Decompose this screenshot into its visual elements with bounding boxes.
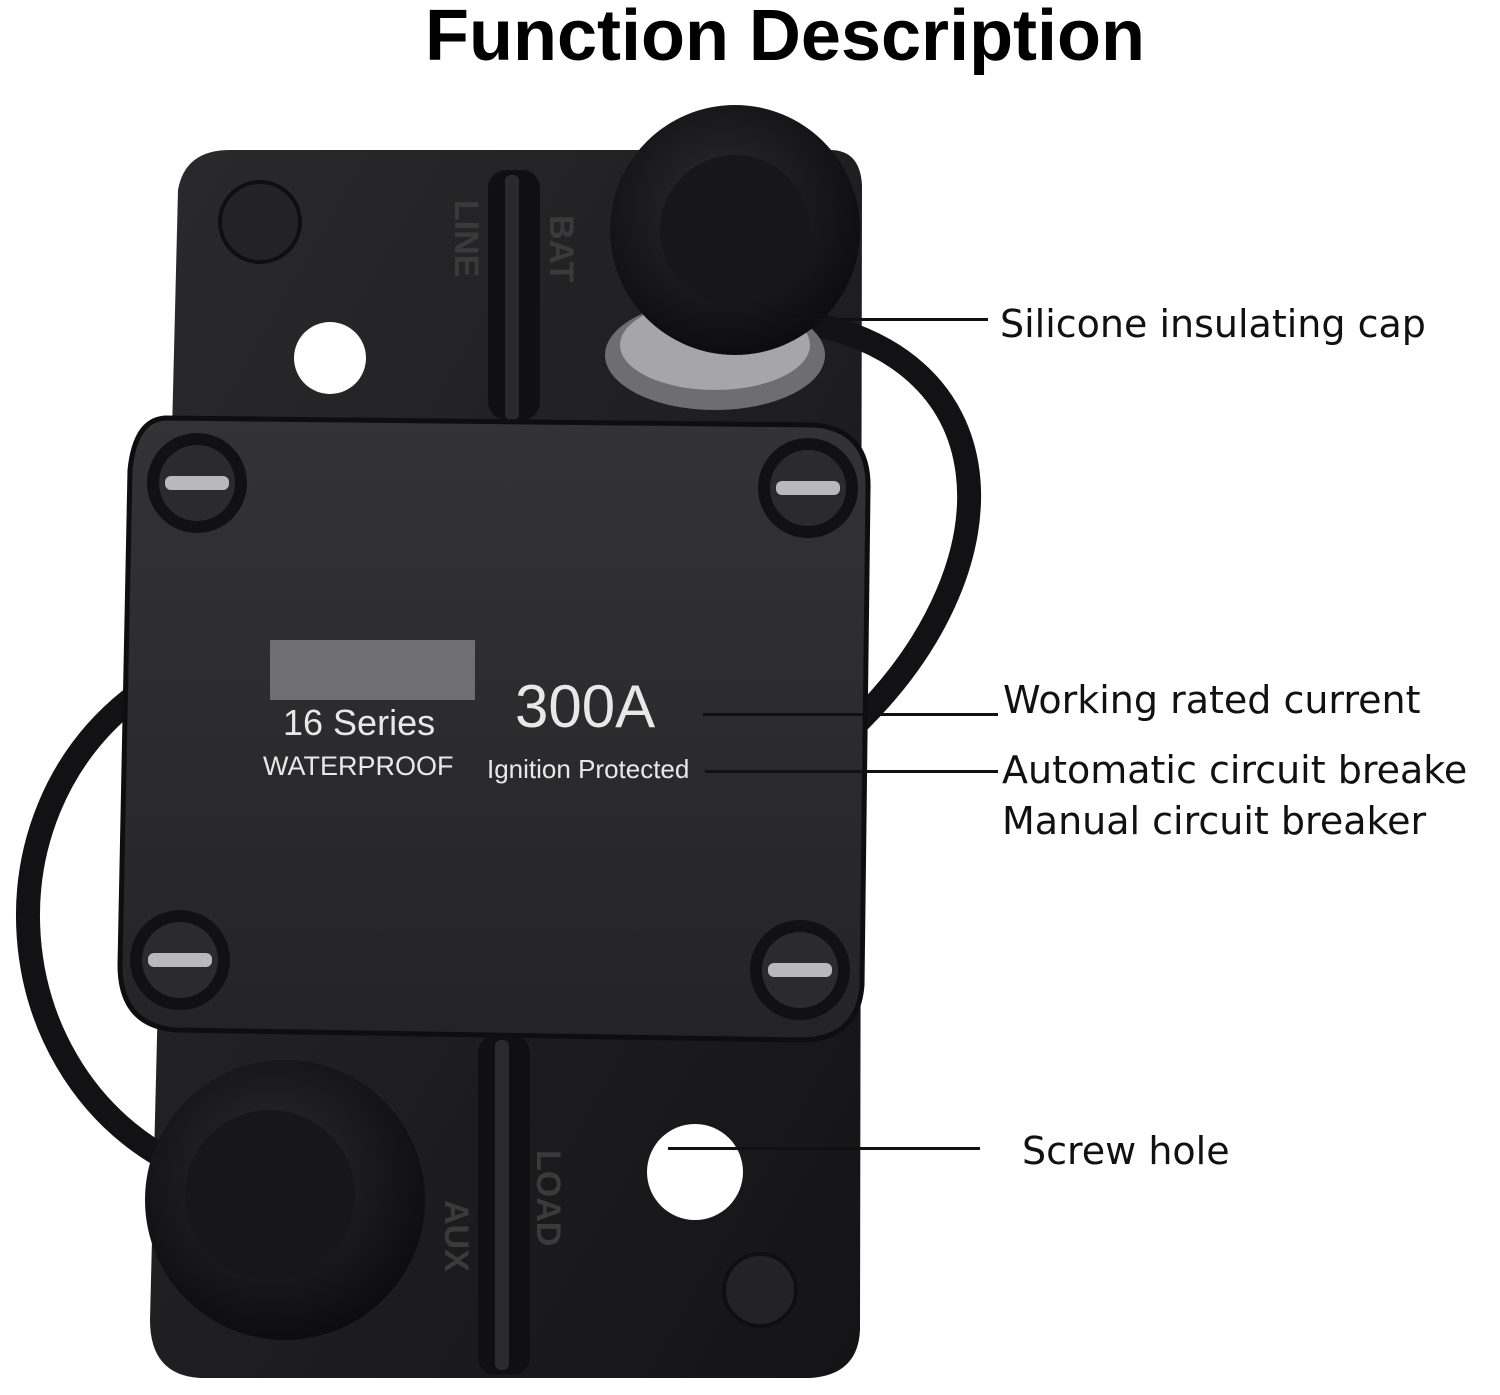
page-title: Function Description — [425, 0, 1145, 76]
callout-screw-hole: Screw hole — [1022, 1129, 1230, 1173]
plate-screw-tr — [758, 438, 858, 538]
stud-label-line: LINE — [447, 200, 485, 277]
redacted-label — [270, 640, 475, 700]
ignition-text: Ignition Protected — [487, 754, 689, 784]
callout-manual-breaker: Manual circuit breaker — [1002, 799, 1427, 843]
callout-working-current: Working rated current — [1003, 678, 1421, 722]
callout-silicone-cap: Silicone insulating cap — [1000, 302, 1426, 346]
plate-screw-bl — [130, 910, 230, 1010]
screw-hole-bottom — [647, 1124, 743, 1220]
stud-label-bat: BAT — [542, 215, 580, 283]
strap-right — [778, 308, 981, 732]
plate-screw-br — [750, 920, 850, 1020]
plate-screw-tl — [147, 433, 247, 533]
waterproof-text: WATERPROOF — [263, 751, 454, 781]
rating-text: 300A — [515, 673, 655, 740]
callout-automatic-breaker: Automatic circuit breake — [1002, 748, 1468, 792]
leader-breaker — [705, 770, 998, 773]
screw-hole-top-left — [294, 322, 366, 394]
series-text: 16 Series — [283, 702, 435, 743]
leader-cap — [783, 318, 988, 321]
stud-label-aux: AUX — [437, 1200, 475, 1272]
leader-screw-hole — [668, 1147, 980, 1150]
leader-current — [703, 713, 998, 716]
strap-left — [16, 688, 172, 1167]
stud-label-load: LOAD — [529, 1150, 567, 1246]
faceplate — [117, 415, 871, 1043]
